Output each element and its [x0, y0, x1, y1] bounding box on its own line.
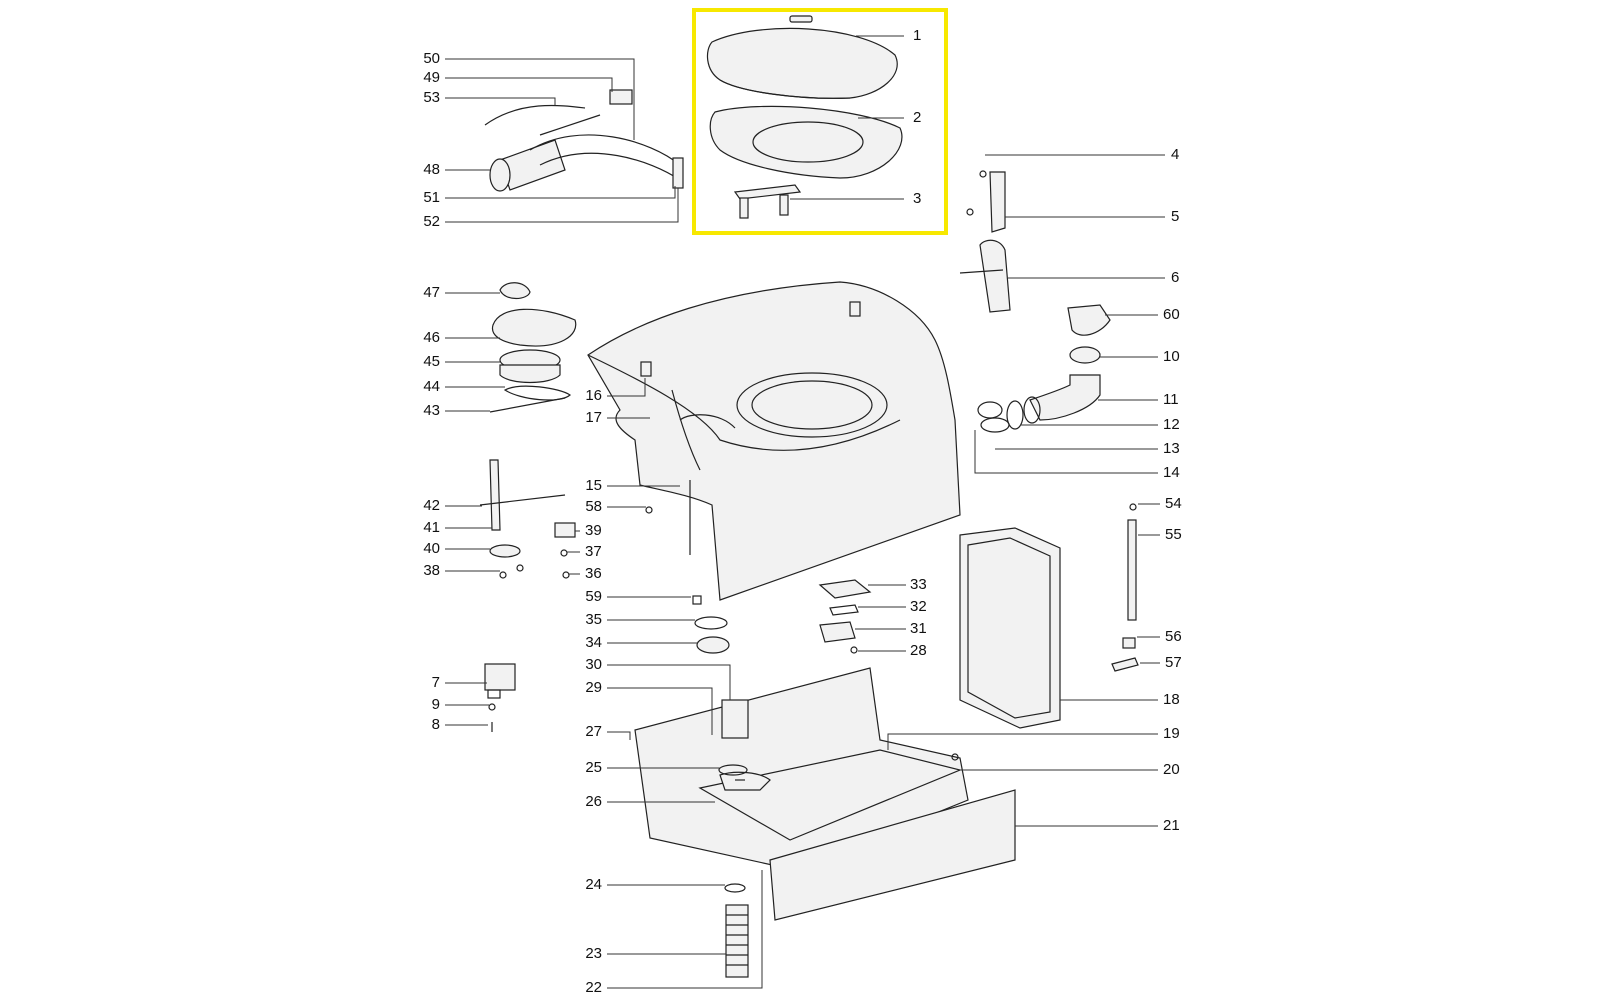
part-toilet-body [587, 281, 961, 601]
part-drain-hose [724, 883, 749, 978]
part-drain-elbow [977, 346, 1101, 433]
part-front-panel [769, 789, 1016, 921]
part-cassette-latch [959, 170, 1011, 313]
part-seals [645, 506, 730, 654]
leader-lines [445, 35, 1165, 989]
part-seat-ring [709, 105, 903, 179]
part-flush-pump [484, 89, 684, 192]
part-level-rod [1111, 503, 1139, 672]
part-base-housing [634, 667, 969, 871]
part-level-indicator [489, 282, 577, 413]
part-bracket [484, 663, 516, 732]
part-20 [951, 753, 959, 761]
part-vent-cover [818, 579, 872, 654]
part-60 [1067, 304, 1111, 336]
part-hinge [733, 184, 802, 219]
part-valve-lever [479, 459, 576, 579]
part-seat-lid [706, 15, 898, 99]
highlight-box [692, 8, 948, 235]
part-service-door [959, 527, 1061, 729]
